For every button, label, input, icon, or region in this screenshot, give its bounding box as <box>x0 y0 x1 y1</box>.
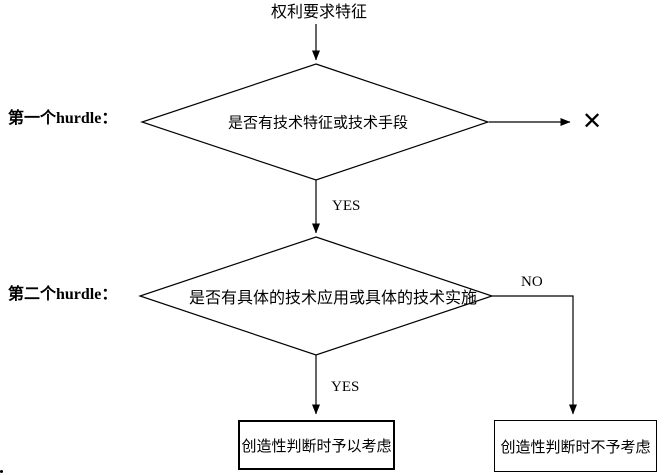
result-considered-box: 创造性判断时予以考虑 <box>238 420 395 470</box>
reject-x-icon: ✕ <box>581 109 603 135</box>
result-not-considered-box: 创造性判断时不予考虑 <box>494 420 657 472</box>
no-edge-label: NO <box>521 274 543 290</box>
hurdle2-label: 第二个hurdle： <box>8 286 118 303</box>
result-considered-label: 创造性判断时予以考虑 <box>241 438 392 455</box>
decision2-question: 是否有具体的技术应用或具体的技术实施 <box>188 290 478 307</box>
page-artifact-dot <box>0 470 3 473</box>
yes1-edge-label: YES <box>332 198 361 214</box>
decision1-question: 是否有技术特征或技术手段 <box>227 115 409 132</box>
result-not-considered-label: 创造性判断时不予考虑 <box>500 439 651 456</box>
no-arrow <box>492 295 577 415</box>
hurdle1-label: 第一个hurdle： <box>8 110 118 127</box>
yes2-edge-label: YES <box>331 379 360 395</box>
start-node-label: 权利要求特征 <box>270 4 368 21</box>
